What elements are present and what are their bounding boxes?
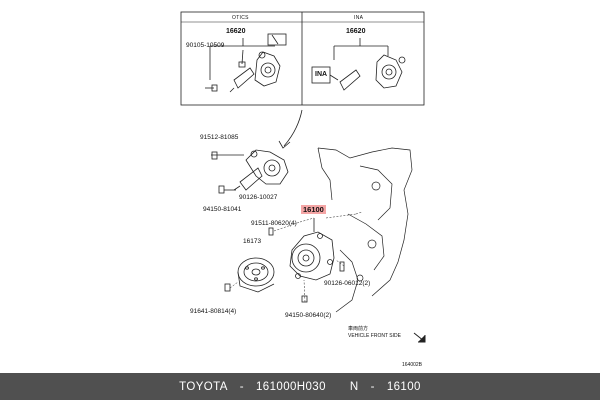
pulley-drawing (237, 257, 275, 293)
engine-block-outline (317, 147, 413, 313)
inset-ina-part-number: 16620 (346, 28, 366, 35)
callout-94150-b: 94150-80640(2) (285, 312, 332, 319)
ina-tensioner-drawing (311, 38, 406, 91)
callout-91641: 91641-80814(4) (190, 308, 237, 315)
inset-frame (180, 11, 425, 106)
callout-91511: 91511-80620(4) (251, 220, 297, 227)
callout-90126-a: 90126-10027 (239, 194, 278, 201)
callout-91512: 91512-81085 (200, 134, 239, 141)
diagram-code: 164002B (402, 362, 423, 368)
footer-n-prefix: N (349, 380, 359, 393)
footer-separator: - (239, 380, 245, 393)
parts-diagram-drawing (180, 11, 426, 343)
callout-90126-b: 90126-06012(2) (324, 280, 371, 287)
part-info-bar: TOYOTA - 161000H030 N - 16100 (0, 373, 600, 400)
inset-title-otics: OTICS (232, 15, 249, 21)
footer-oem-number: 161000H030 (256, 380, 326, 393)
vehicle-front-label: VEHICLE FRONT SIDE (348, 333, 401, 339)
otics-tensioner-drawing (205, 33, 287, 93)
vehicle-front-jp-label: 車両前方 (348, 326, 369, 332)
tensioner-assembly-drawing (211, 149, 289, 194)
footer-separator-2: - (370, 380, 375, 393)
footer-brand: TOYOTA (179, 380, 228, 393)
inset-otics-callout: 90105-10509 (186, 42, 225, 49)
footer-part-number: 16100 (386, 380, 421, 393)
callout-16173: 16173 (243, 238, 262, 245)
parts-diagram: OTICS INA 16620 16620 90105-10509 INA 91… (180, 11, 426, 368)
bolt-drawings (224, 227, 345, 303)
callout-94150-a: 94150-81041 (203, 206, 242, 213)
inset-otics-part-number: 16620 (226, 28, 246, 35)
vehicle-front-arrow (413, 332, 426, 343)
water-pump-drawing (289, 218, 335, 281)
inset-title-ina: INA (354, 15, 364, 21)
callout-16100-highlight: 16100 (301, 205, 326, 214)
ina-logo: INA (315, 71, 328, 78)
reference-arrow (278, 109, 303, 149)
leader-lines (229, 211, 363, 303)
